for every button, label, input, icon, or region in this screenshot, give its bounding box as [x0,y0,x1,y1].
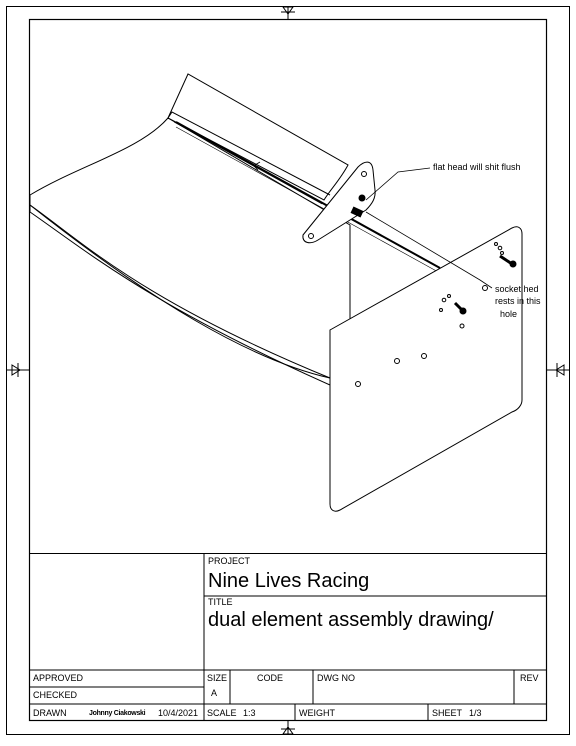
code-label: CODE [257,673,284,683]
size-label: SIZE [207,673,228,683]
wing-assembly-drawing [29,73,523,512]
project-label: PROJECT [208,556,251,566]
upper-element [167,73,349,201]
leader-lines [365,167,493,289]
project-value: Nine Lives Racing [208,570,370,592]
centering-mark-bottom [281,721,295,735]
annotation-socket-line3: hole [500,309,518,319]
title-value: dual element assembly drawing/ [208,609,494,631]
annotation-socket-line1: socket hed [495,284,539,294]
scale-label: SCALE [207,708,237,718]
scale-value: 1:3 [243,708,256,718]
centering-mark-right [546,363,570,377]
drawn-label: DRAWN [33,708,67,718]
weight-label: WEIGHT [299,708,335,718]
size-value: A [211,688,218,698]
annotation-socket-line2: rests in this [495,296,541,306]
centering-mark-left [6,363,30,377]
rev-label: REV [520,673,539,683]
main-element [29,117,351,379]
title-block-lines [29,553,547,721]
sheet-label: SHEET [432,708,463,718]
drawn-by: Johnny Ciakowski [89,710,146,717]
sheet-value: 1/3 [469,708,482,718]
drawn-date: 10/4/2021 [158,708,199,718]
annotation-flat-head: flat head will shit flush [433,162,521,172]
title-label: TITLE [208,597,233,607]
approved-label: APPROVED [33,673,84,683]
mounting-bracket [302,161,376,244]
bolt-lower [453,301,467,315]
bolt-upper [499,254,517,268]
checked-label: CHECKED [33,690,78,700]
end-plate [329,226,523,512]
centering-mark-top [281,6,295,20]
dwg-no-label: DWG NO [317,673,355,683]
